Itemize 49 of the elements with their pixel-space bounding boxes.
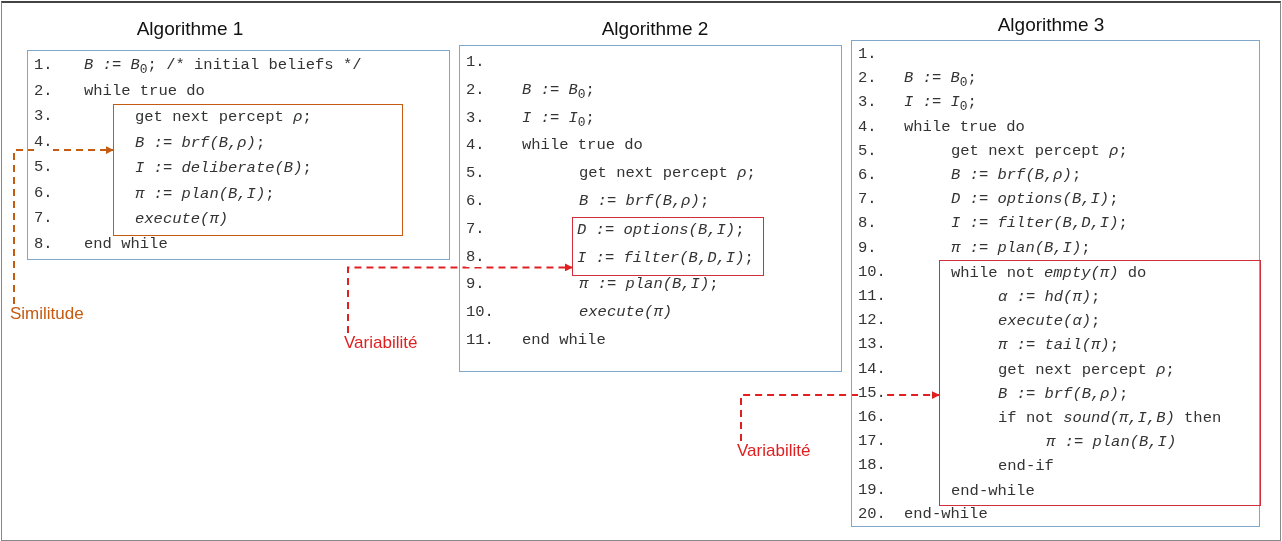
- dashed-arrow: [13, 146, 114, 305]
- code-line: I := filter(B,D,I);: [577, 247, 754, 268]
- code-line: π := plan(B,I);: [135, 183, 275, 204]
- code-line: B := B$_{0}$; /* initial beliefs */: [84, 55, 362, 80]
- code-line: π := tail(π);: [998, 335, 1119, 356]
- code-line: get next percept ρ;: [998, 359, 1175, 380]
- code-line: π := plan(B,I);: [951, 237, 1091, 258]
- annotation-label: Variabilité: [344, 333, 418, 353]
- code-line: B := B$_{0}$;: [522, 79, 595, 104]
- code-line: end while: [84, 233, 168, 254]
- code-line: if not sound(π,I,B) then: [998, 408, 1222, 428]
- annotation-label: Variabilité: [737, 441, 811, 461]
- code-line: π := plan(B,I): [1046, 432, 1177, 453]
- code-line: execute(α);: [998, 311, 1101, 332]
- highlight-box: [939, 259, 1261, 506]
- code-line: end-if: [998, 456, 1054, 477]
- highlight-box: [572, 216, 764, 277]
- code-line: B := brf(B,ρ);: [951, 165, 1082, 185]
- code-line: end while: [522, 330, 606, 350]
- listing-title: Algorithme 2: [601, 18, 709, 40]
- code-line: get next percept ρ;: [951, 140, 1128, 161]
- dashed-arrow: [740, 391, 940, 442]
- listing-title: Algorithme 1: [136, 18, 244, 40]
- code-line: I := I$_{0}$;: [522, 107, 595, 132]
- code-line: get next percept ρ;: [135, 107, 312, 127]
- code-line: end-while: [951, 480, 1035, 501]
- code-line: I := filter(B,D,I);: [951, 213, 1128, 234]
- code-line: D := options(B,I);: [577, 219, 745, 240]
- code-line: get next percept ρ;: [579, 163, 756, 184]
- code-line: while true do: [522, 135, 643, 156]
- code-line: B := B$_{0}$;: [904, 68, 977, 93]
- code-line: execute(π): [135, 209, 228, 229]
- code-line: B := brf(B,ρ);: [579, 191, 710, 211]
- code-line: I := I$_{0}$;: [904, 92, 977, 117]
- dashed-arrow: [347, 263, 573, 334]
- code-line: while not empty(π) do: [951, 262, 1147, 283]
- code-line: I := deliberate(B);: [135, 158, 312, 178]
- code-line: end-while: [904, 503, 988, 524]
- code-line: while true do: [904, 116, 1025, 137]
- code-line: execute(π): [579, 302, 672, 323]
- code-line: D := options(B,I);: [951, 189, 1119, 210]
- code-line: α := hd(π);: [998, 287, 1101, 307]
- listing-title: Algorithme 3: [997, 14, 1105, 36]
- highlight-box: [113, 104, 403, 236]
- code-line: π := plan(B,I);: [579, 274, 719, 295]
- code-line: while true do: [84, 80, 205, 101]
- code-line: B := brf(B,ρ);: [998, 383, 1129, 404]
- annotation-label: Similitude: [10, 304, 84, 324]
- code-line: B := brf(B,ρ);: [135, 132, 266, 153]
